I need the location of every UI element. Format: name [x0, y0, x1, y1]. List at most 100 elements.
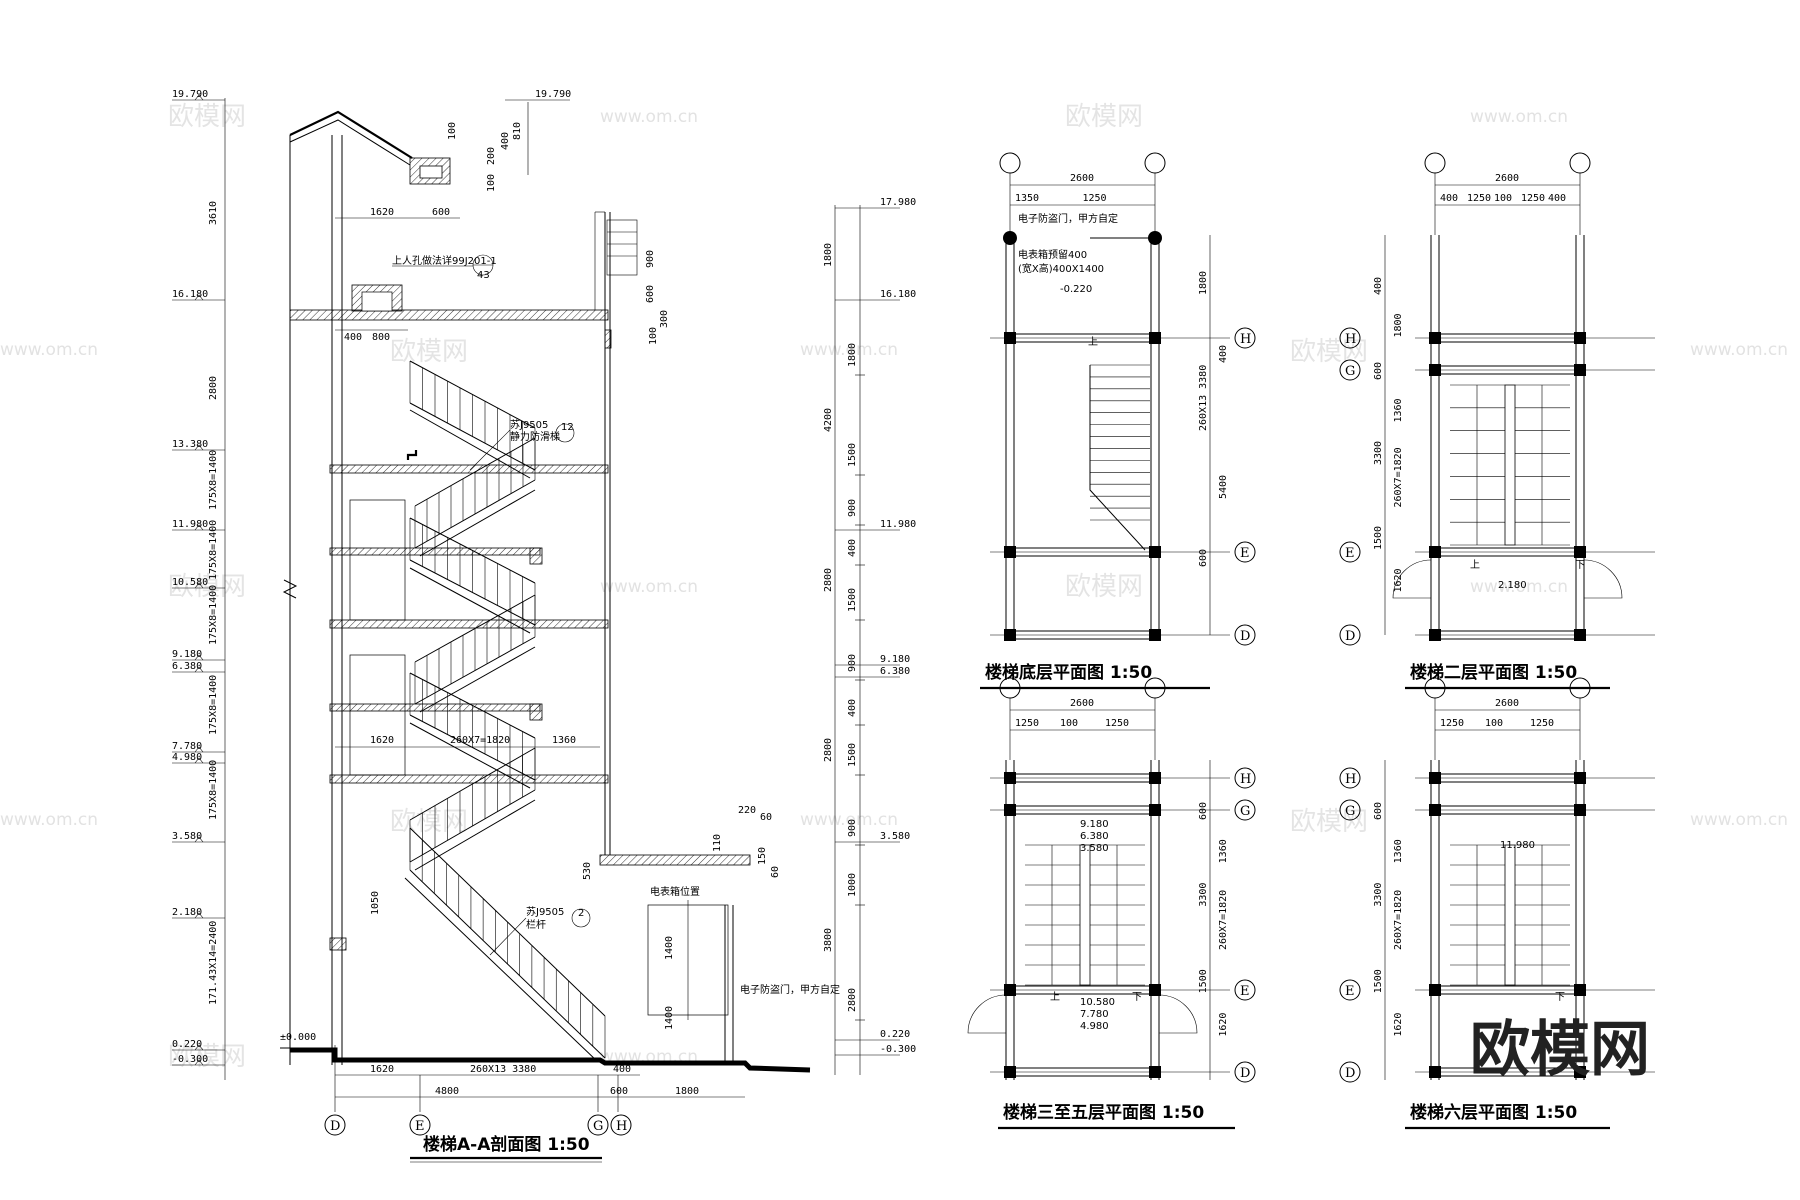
plan-level: 4.980	[1080, 1021, 1109, 1032]
parapet-rail	[606, 219, 638, 276]
axis-bubble-h: H	[610, 1114, 632, 1136]
dimension-value: 3610	[208, 201, 219, 225]
floor-slabs	[289, 309, 751, 866]
dimension-value: 1500	[847, 588, 858, 612]
break-mark	[282, 579, 298, 599]
dim-text: 900	[645, 250, 656, 268]
dimension-value: 2800	[823, 738, 834, 762]
axis-bubble-top	[1424, 152, 1446, 174]
axis-bubble: E	[1234, 979, 1256, 1001]
section-title: 楼梯A-A剖面图 1:50	[423, 1134, 590, 1155]
landing-beam	[329, 937, 347, 951]
up-label: 上	[1050, 991, 1060, 1003]
dim-text: 60	[770, 866, 781, 878]
watermark-brand: 欧模网	[390, 337, 468, 367]
plan-level: 6.380	[1080, 831, 1109, 842]
axis-bubble: E	[1339, 979, 1361, 1001]
column-round	[1003, 231, 1017, 245]
elevation-marker	[194, 746, 204, 753]
elevation-value: -0.300	[880, 1044, 916, 1055]
handrail-top	[409, 517, 536, 584]
door-opening	[349, 499, 406, 621]
dim-text: 400	[500, 132, 511, 150]
watermark-url: www.om.cn	[1690, 810, 1788, 830]
dim-top: 1250	[1440, 718, 1464, 729]
axis-bubble: H	[1339, 327, 1361, 349]
elevation-value: 13.380	[172, 439, 208, 450]
dim-text: 810	[512, 122, 523, 140]
note-door: 电子防盗门，甲方自定	[740, 983, 840, 996]
axis-bubble-g: G	[587, 1114, 609, 1136]
column	[1149, 546, 1161, 558]
handrail-top	[414, 437, 536, 507]
note-meter-box: 电表箱位置	[650, 885, 700, 898]
dim-top: 1350	[1015, 193, 1039, 204]
elevation-top-right: 19.790	[535, 89, 571, 100]
dim-top: 400	[1548, 193, 1566, 204]
stair-flight-line	[419, 489, 536, 557]
dim-text: 600	[645, 285, 656, 303]
elevation-marker	[194, 582, 204, 589]
watermark-url: www.om.cn	[1470, 107, 1568, 127]
column	[1429, 984, 1441, 996]
dim-side: 3300	[1373, 441, 1384, 465]
dim-top: 1250	[1467, 193, 1491, 204]
down-label: 下	[1132, 992, 1142, 1003]
dimension-value: 175X8=1400	[208, 760, 219, 820]
dimension-value: 900	[847, 819, 858, 837]
axis-bubble: H	[1234, 767, 1256, 789]
watermark-url: www.om.cn	[1470, 577, 1568, 597]
column	[1149, 332, 1161, 344]
elevation-marker	[194, 836, 204, 843]
dim-text: 400	[344, 332, 362, 343]
plan-note: 电子防盗门，甲方自定	[1018, 212, 1118, 225]
elevation-value: 2.180	[172, 907, 202, 918]
axis-bubble: D	[1339, 1061, 1361, 1083]
column	[1574, 332, 1586, 344]
elevation-value: 11.980	[172, 519, 208, 530]
plan-note: 电表箱预留400	[1018, 248, 1087, 261]
stair-flight-line	[409, 567, 531, 634]
dim-text: 200	[486, 147, 497, 165]
elevation-value: 16.180	[172, 289, 208, 300]
dim-side: 600	[1373, 802, 1384, 820]
dimension-value: 1500	[847, 743, 858, 767]
watermark-brand: 欧模网	[168, 102, 246, 132]
dim-bottom: 260X13 3380	[470, 1064, 536, 1075]
dim-side: 1500	[1373, 969, 1384, 993]
watermark-brand: 欧模网	[1290, 807, 1368, 837]
column	[1429, 364, 1441, 376]
stair-flight-line	[419, 646, 536, 713]
dim-text: 1360	[552, 735, 576, 746]
stair-stringer	[1089, 365, 1146, 551]
watermark-url: www.om.cn	[800, 340, 898, 360]
dim-side: 5400	[1218, 475, 1229, 499]
axis-bubble: D	[1339, 624, 1361, 646]
elevation-marker	[194, 1044, 204, 1051]
stair-steps	[406, 450, 418, 460]
dim-side: 1360	[1393, 398, 1404, 422]
stair-flight-line	[404, 877, 599, 1063]
axis-label: H	[1345, 772, 1356, 787]
dim-text: 800	[372, 332, 390, 343]
dim-top: 1250	[1083, 193, 1107, 204]
elevation-value: 9.180	[172, 649, 202, 660]
dim-side: 3300	[1198, 883, 1209, 907]
note-leader	[469, 429, 511, 471]
dim-top: 1250	[1530, 718, 1554, 729]
dim-side: 3300	[1373, 883, 1384, 907]
dim-text: 100	[447, 122, 458, 140]
up-label: 上	[1088, 336, 1098, 348]
column	[1429, 629, 1441, 641]
dim-side: 1620	[1393, 1013, 1404, 1037]
column	[1429, 772, 1441, 784]
elevation-value: 9.180	[880, 654, 910, 665]
dim-text: 220	[738, 805, 756, 816]
column	[1574, 1066, 1586, 1078]
elevation-marker	[194, 654, 204, 661]
door-opening	[349, 654, 406, 776]
door-swing	[1392, 559, 1432, 599]
right-dimensions: 1800420028002800380018001500900400150090…	[823, 243, 865, 1021]
column	[1149, 984, 1161, 996]
